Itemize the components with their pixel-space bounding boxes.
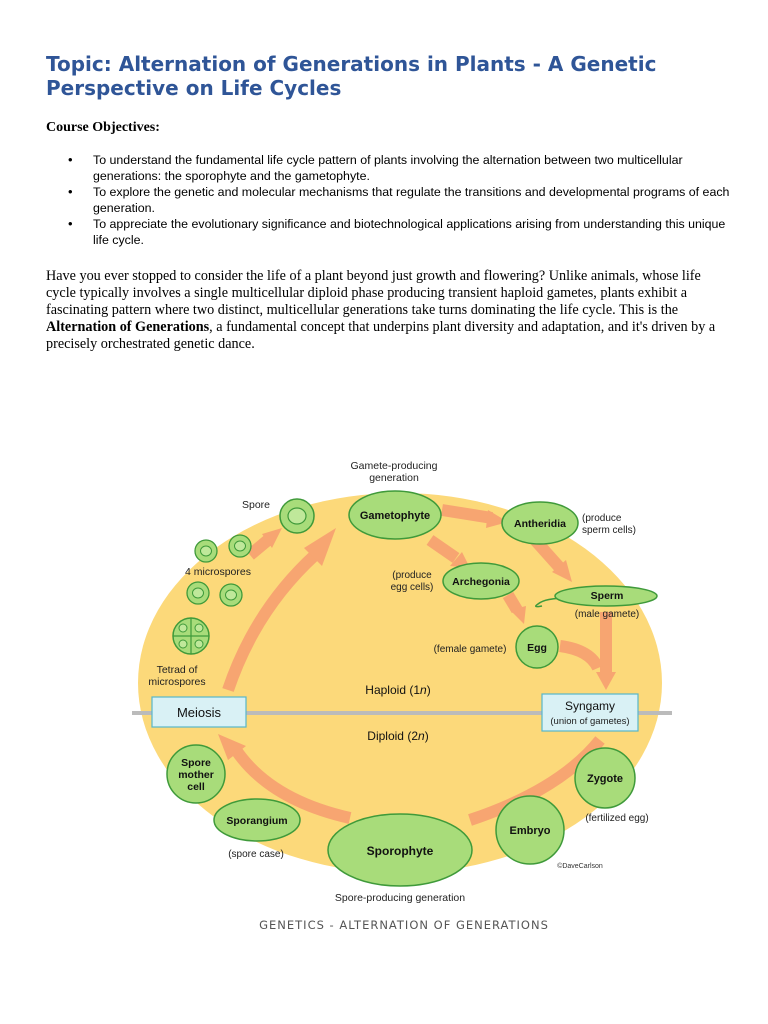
antheridia-note: (produce — [582, 513, 622, 524]
zygote-cell — [574, 747, 636, 809]
tetrad-nucleus — [178, 639, 188, 649]
diploid-n: n — [418, 729, 425, 743]
tetrad-nucleus — [178, 623, 188, 633]
figure-caption: GENETICS - ALTERNATION OF GENERATIONS — [259, 918, 549, 932]
spore-mother-label: Spore — [181, 757, 211, 769]
diploid-label: Diploid (2n) — [367, 729, 428, 743]
spore-mother-cell — [166, 744, 226, 804]
intro-text: Have you ever stopped to consider the li… — [46, 268, 701, 318]
archegonia-label: Archegonia — [452, 576, 510, 588]
arrow-egg-to-syngamy — [559, 640, 604, 671]
syngamy-note: (union of gametes) — [550, 716, 629, 727]
diploid-close: ) — [425, 729, 429, 743]
zygote-label: Zygote — [587, 773, 623, 785]
intro-bold-term: Alternation of Generations — [46, 319, 210, 335]
spore-case-label: (spore case) — [228, 849, 284, 860]
arrow-archegonia-to-egg — [502, 591, 523, 614]
spore-nucleus — [287, 507, 307, 525]
egg-label: Egg — [527, 642, 547, 654]
embryo-label: Embryo — [510, 825, 551, 837]
archegonia-cell — [442, 562, 520, 600]
arrowhead — [304, 528, 336, 566]
tetrad-label: Tetrad of — [157, 664, 198, 676]
antheridia-label: Antheridia — [514, 518, 566, 530]
tetrad-label: microspores — [148, 676, 205, 688]
antheridia-note: sperm cells) — [582, 525, 636, 536]
arrow-heads — [218, 510, 616, 760]
fertilized-egg-label: (fertilized egg) — [585, 813, 648, 824]
female-gamete-label: (female gamete) — [434, 644, 507, 655]
gametophyte-label: Gametophyte — [360, 510, 430, 522]
life-cycle-diagram: Gamete-producing generation Spore Gameto… — [132, 460, 672, 904]
tetrad-nucleus — [194, 623, 204, 633]
sperm-label: Sperm — [591, 590, 624, 602]
arrowhead — [596, 672, 616, 690]
sperm-cell — [554, 585, 658, 607]
haploid-close: ) — [427, 683, 431, 697]
syngamy-label: Syngamy — [565, 699, 615, 713]
syngamy-box — [541, 693, 639, 732]
objective-item: To understand the fundamental life cycle… — [46, 152, 736, 184]
sporangium-label: Sporangium — [226, 815, 287, 827]
antheridia-cell — [501, 501, 579, 545]
gametophyte-cell — [348, 490, 442, 540]
intro-paragraph: Have you ever stopped to consider the li… — [46, 268, 724, 353]
meiosis-label: Meiosis — [177, 705, 222, 720]
sporangium-cell — [213, 798, 301, 842]
spore-generation-label: Spore-producing generation — [335, 892, 465, 904]
arrow-tetrad-to-spore — [246, 535, 272, 560]
microspores-group — [186, 534, 252, 607]
arrow-gametophyte-to-archegonia — [426, 535, 460, 563]
objectives-heading: Course Objectives: — [46, 120, 160, 135]
haploid-text: Haploid (1 — [365, 683, 420, 697]
gamete-generation-label: Gamete-producing — [351, 460, 438, 472]
arrow-meiosis-to-gametophyte — [222, 550, 320, 692]
microspore-nucleus — [192, 587, 204, 599]
meiosis-box — [151, 696, 247, 728]
sporophyte-cell — [327, 813, 473, 887]
egg-cell — [515, 625, 559, 669]
arrowhead — [262, 528, 282, 548]
male-gamete-label: (male gamete) — [575, 609, 639, 620]
microspore-nucleus — [200, 545, 212, 557]
copyright-label: ©DaveCarlson — [557, 862, 603, 870]
microspore-nucleus — [225, 589, 237, 601]
archegonia-note: (produce — [392, 570, 432, 581]
intro-text-end: , a fundamental concept that underpins p… — [46, 319, 716, 352]
tetrad-nucleus — [194, 639, 204, 649]
arrowhead — [218, 734, 246, 760]
microspore-nucleus — [234, 540, 246, 552]
gamete-generation-label: generation — [369, 472, 419, 484]
objective-item: To explore the genetic and molecular mec… — [46, 184, 736, 216]
spore-label: Spore — [242, 499, 270, 511]
objectives-list: To understand the fundamental life cycle… — [46, 152, 736, 248]
spore-mother-label: mother — [178, 769, 214, 781]
haploid-n: n — [420, 683, 427, 697]
embryo-cell — [495, 795, 565, 865]
haploid-label: Haploid (1n) — [365, 683, 430, 697]
arrowhead — [552, 560, 572, 582]
arrow-gametophyte-to-antheridia — [441, 504, 493, 524]
page-title: Topic: Alternation of Generations in Pla… — [46, 52, 657, 100]
sporophyte-label: Sporophyte — [367, 844, 434, 858]
objective-item: To appreciate the evolutionary significa… — [46, 216, 736, 248]
spore-mother-label: cell — [187, 781, 205, 793]
arrowhead — [510, 606, 526, 624]
archegonia-note: egg cells) — [391, 582, 434, 593]
diploid-text: Diploid (2 — [367, 729, 418, 743]
arrow-sporophyte-to-meiosis — [231, 746, 352, 824]
microspores-label: 4 microspores — [185, 566, 251, 578]
